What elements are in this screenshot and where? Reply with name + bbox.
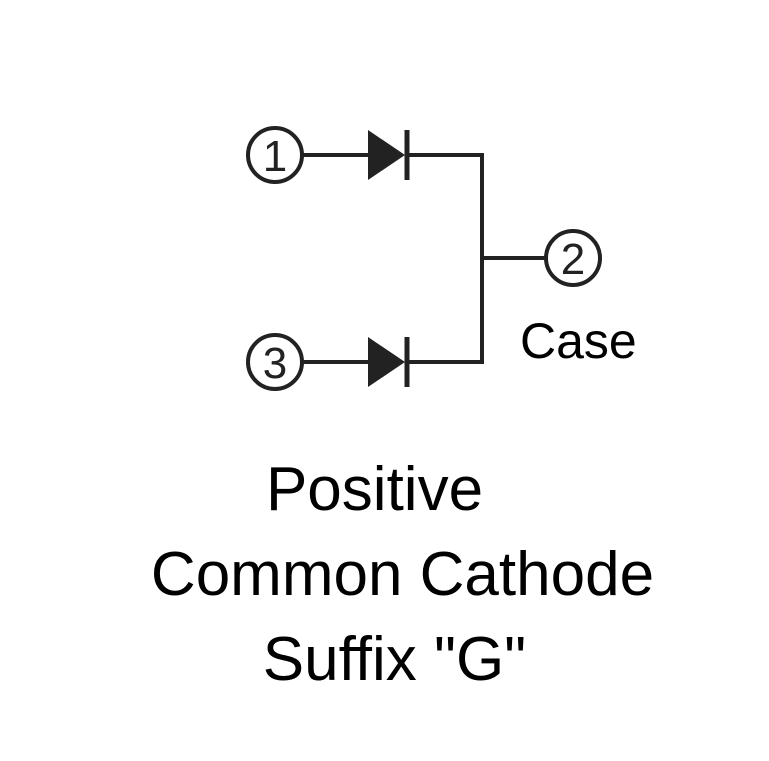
pin-2-label: 2 xyxy=(561,235,585,284)
pin-3-label: 3 xyxy=(263,339,287,388)
caption-suffix: Suffix "G" xyxy=(262,625,527,694)
caption-polarity: Positive xyxy=(265,455,484,524)
case-label: Case xyxy=(520,313,637,369)
pin-1-label: 1 xyxy=(263,132,287,181)
diode-2-triangle xyxy=(368,337,405,387)
caption-configuration: Common Cathode xyxy=(150,540,655,609)
diode-1-triangle xyxy=(368,130,405,180)
